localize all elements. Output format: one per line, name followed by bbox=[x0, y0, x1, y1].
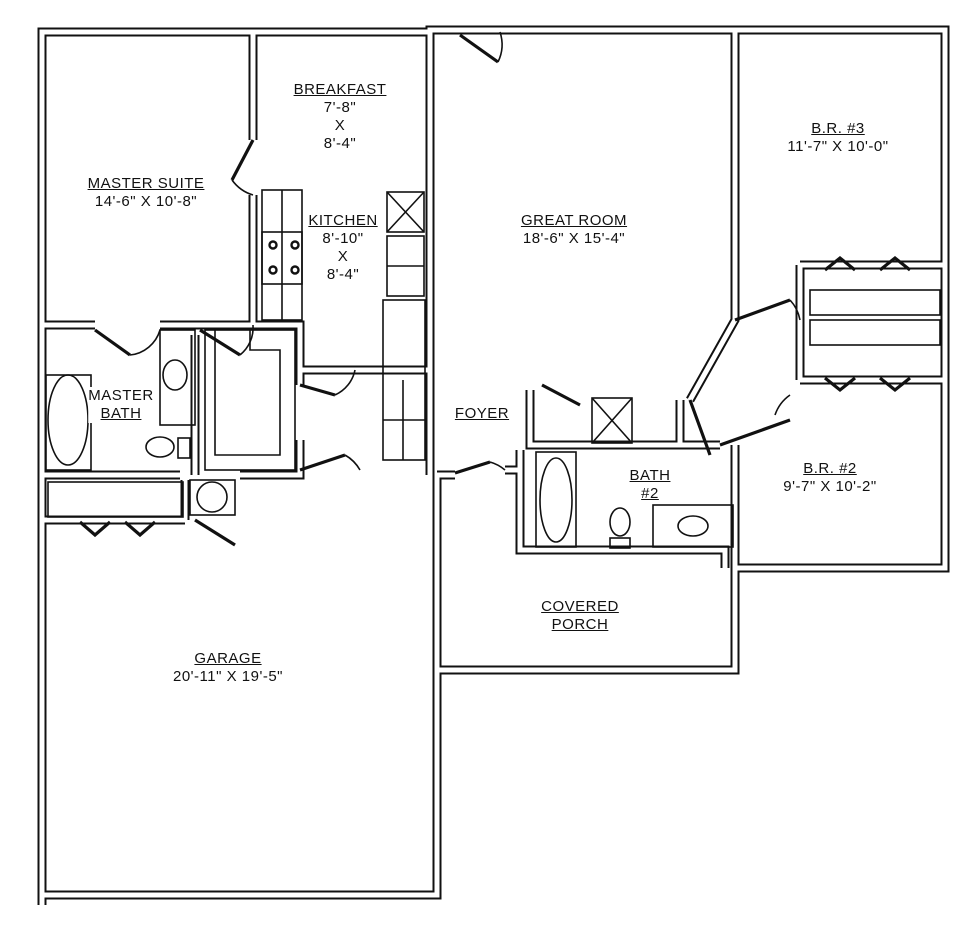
room-br3: B.R. #3 11'-7" X 10'-0" bbox=[787, 120, 888, 156]
room-kitchen: KITCHEN 8'-10" X 8'-4" bbox=[308, 212, 377, 284]
room-name: KITCHEN bbox=[308, 212, 378, 229]
room-dimension: 8'-4" bbox=[326, 266, 360, 283]
room-dimensions: 14'-6" X 10'-8" bbox=[94, 193, 198, 210]
room-name: BREAKFAST bbox=[293, 81, 387, 98]
room-dimension: 7'-8" bbox=[323, 99, 357, 116]
room-garage: GARAGE 20'-11" X 19'-5" bbox=[173, 650, 283, 686]
room-foyer: FOYER bbox=[455, 405, 509, 423]
room-name: PORCH bbox=[551, 616, 609, 633]
room-name: MASTER bbox=[88, 387, 154, 404]
room-name: B.R. #3 bbox=[811, 120, 865, 137]
room-master-bath: MASTER BATH bbox=[88, 387, 154, 423]
dimension-separator: X bbox=[334, 117, 346, 134]
room-covered-porch: COVERED PORCH bbox=[541, 598, 619, 634]
room-dimensions: 9'-7" X 10'-2" bbox=[783, 478, 877, 495]
room-dimension: 8'-10" bbox=[322, 230, 364, 247]
room-bath2: BATH #2 bbox=[630, 467, 671, 503]
room-dimensions: 20'-11" X 19'-5" bbox=[173, 668, 283, 685]
room-name: GARAGE bbox=[194, 650, 262, 667]
room-dimension: 8'-4" bbox=[323, 135, 357, 152]
dimension-separator: X bbox=[337, 248, 349, 265]
room-breakfast: BREAKFAST 7'-8" X 8'-4" bbox=[294, 81, 387, 153]
room-name: COVERED bbox=[541, 598, 619, 615]
room-name: FOYER bbox=[454, 405, 510, 422]
room-name: GREAT ROOM bbox=[520, 212, 628, 229]
room-dimensions: 11'-7" X 10'-0" bbox=[787, 138, 889, 155]
room-name: B.R. #2 bbox=[803, 460, 857, 477]
room-name: BATH bbox=[629, 467, 671, 484]
room-br2: B.R. #2 9'-7" X 10'-2" bbox=[783, 460, 876, 496]
room-great-room: GREAT ROOM 18'-6" X 15'-4" bbox=[521, 212, 627, 248]
room-master-suite: MASTER SUITE 14'-6" X 10'-8" bbox=[88, 175, 205, 211]
room-name: BATH bbox=[100, 405, 142, 422]
walls bbox=[37, 25, 950, 905]
room-name: #2 bbox=[641, 485, 659, 502]
room-dimensions: 18'-6" X 15'-4" bbox=[522, 230, 626, 247]
room-name: MASTER SUITE bbox=[87, 175, 205, 192]
doors bbox=[78, 31, 911, 547]
